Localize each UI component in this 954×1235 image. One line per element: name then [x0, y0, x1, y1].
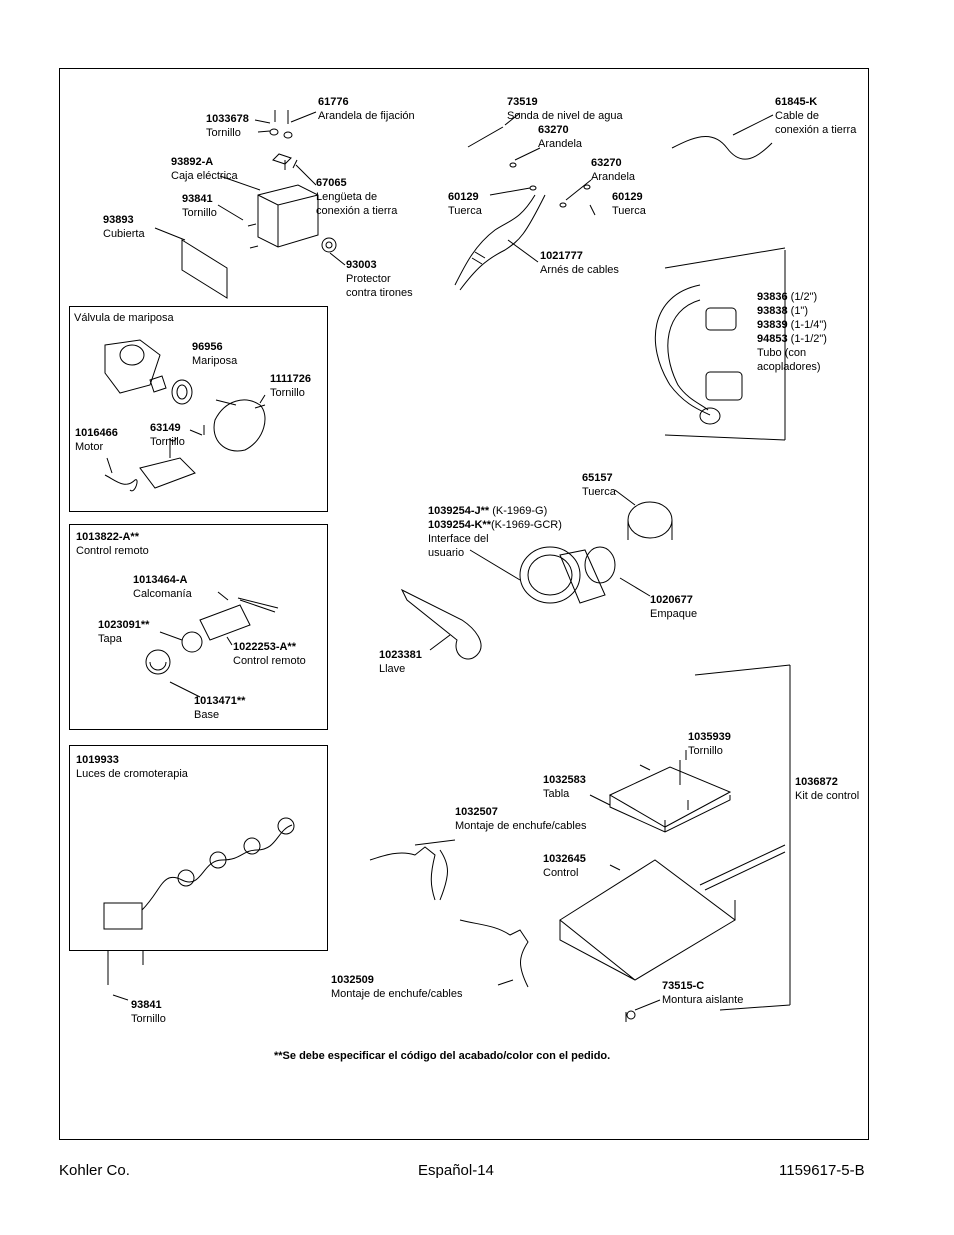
finish-code-note: **Se debe especificar el código del acab…: [274, 1050, 611, 1062]
part-1013822-a: 1013822-A**Control remoto: [76, 531, 149, 557]
diagram-frame: [59, 68, 869, 1140]
part-1022253-a: 1022253-A**Control remoto: [233, 641, 306, 667]
butterfly-valve-box: [69, 306, 328, 512]
footer-company: Kohler Co.: [59, 1162, 130, 1179]
remote-control-box: [69, 524, 328, 730]
chromotherapy-box: [69, 745, 328, 951]
part-1013471: 1013471**Base: [194, 695, 246, 721]
butterfly-valve-title: Válvula de mariposa: [74, 312, 174, 324]
part-1023091: 1023091**Tapa: [98, 619, 150, 645]
footer-page-number: Español-14: [418, 1162, 494, 1179]
part-tube-set: 93836 (1/2") 93838 (1") 93839 (1-1/4") 9…: [757, 291, 827, 373]
part-1039254: 1039254-J** (K-1969-G) 1039254-K**(K-196…: [428, 505, 562, 559]
footer-document-id: 1159617-5-B: [779, 1162, 865, 1179]
